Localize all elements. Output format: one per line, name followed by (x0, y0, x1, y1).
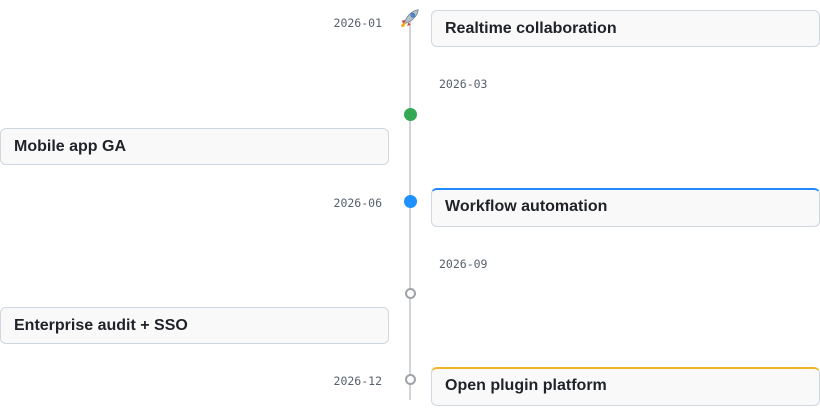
milestone-card[interactable]: Workflow automation (431, 188, 820, 227)
milestone-date: 2026-12 (333, 374, 382, 388)
milestone-title: Open plugin platform (445, 377, 607, 394)
milestone-date: 2026-01 (333, 16, 382, 30)
rocket-icon (401, 9, 419, 27)
milestone-date: 2026-06 (333, 196, 382, 210)
milestone-title: Workflow automation (445, 198, 608, 215)
milestone-dot-icon (403, 107, 417, 121)
milestone-card[interactable]: Open plugin platform (431, 367, 820, 406)
milestone-title: Mobile app GA (14, 138, 126, 155)
milestone-dot-icon (403, 194, 417, 208)
milestone-ring-icon (404, 373, 416, 385)
milestone-card[interactable]: Realtime collaboration (431, 10, 820, 47)
milestone-title: Realtime collaboration (445, 20, 617, 37)
milestone-date: 2026-09 (439, 257, 488, 271)
timeline-axis (409, 16, 411, 400)
milestone-date: 2026-03 (439, 77, 488, 91)
milestone-card[interactable]: Mobile app GA (0, 128, 389, 165)
milestone-title: Enterprise audit + SSO (14, 317, 188, 334)
milestone-card[interactable]: Enterprise audit + SSO (0, 307, 389, 344)
milestone-ring-icon (404, 287, 416, 299)
